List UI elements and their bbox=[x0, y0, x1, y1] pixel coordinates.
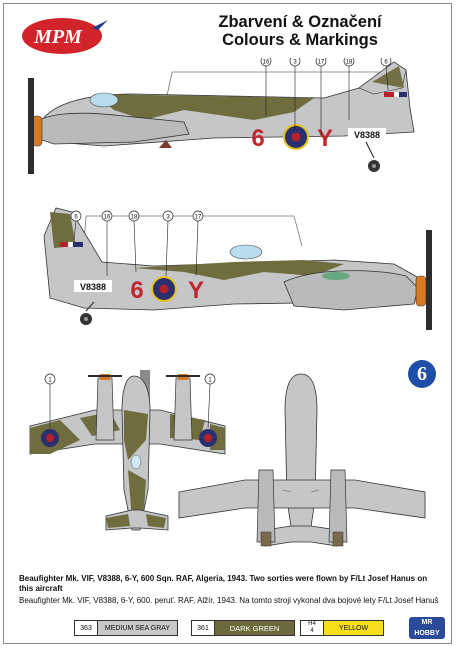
callout-18-top: 18 bbox=[343, 58, 355, 67]
paint-code: 361 bbox=[192, 621, 215, 635]
roundel-fuselage-bottom bbox=[151, 276, 177, 302]
svg-text:6: 6 bbox=[384, 60, 388, 66]
mpm-logo: MPM bbox=[22, 18, 108, 54]
svg-text:18: 18 bbox=[131, 215, 138, 221]
code-letter-right: Y bbox=[317, 125, 333, 152]
paint-chip-yellow: H4 4 YELLOW bbox=[300, 620, 384, 636]
roundel-wing-right bbox=[199, 429, 217, 447]
svg-text:1: 1 bbox=[208, 378, 212, 384]
svg-text:18: 18 bbox=[346, 60, 353, 66]
sheet-number-badge: 6 bbox=[408, 360, 436, 388]
serial-top: V8388 bbox=[354, 130, 380, 140]
paint-name: DARK GREEN bbox=[215, 621, 294, 635]
sheet-border bbox=[3, 3, 452, 644]
roundel-fuselage-top bbox=[283, 124, 309, 150]
code-letter-right-bottom: Y bbox=[188, 277, 204, 304]
svg-text:16: 16 bbox=[263, 60, 270, 66]
caption-czech: Beaufighter Mk. VIF, V8388, 6-Y, 600. pe… bbox=[19, 596, 439, 605]
publisher-badge: MR HOBBY bbox=[409, 617, 445, 639]
callout-18-bottom: 18 bbox=[128, 210, 140, 222]
callout-6-top: 6 bbox=[380, 58, 392, 67]
svg-text:17: 17 bbox=[195, 215, 202, 221]
caption-english: Beaufighter Mk. VIF, V8388, 6-Y, 600 Sqn… bbox=[19, 574, 428, 593]
plan-view-lower bbox=[178, 373, 426, 547]
side-view-starboard: V8388 6 Y 6 16 18 bbox=[43, 207, 432, 330]
paint-chip-medium-sea-gray: 363 MEDIUM SEA GRAY bbox=[74, 620, 178, 636]
callout-1-left: 1 bbox=[44, 373, 56, 385]
code-letter-left-bottom: 6 bbox=[130, 277, 143, 304]
callout-1-right: 1 bbox=[204, 373, 216, 385]
title-english: Colours & Markings bbox=[222, 31, 378, 49]
paint-chip-dark-green: 361 DARK GREEN bbox=[191, 620, 295, 636]
callout-3-top: 3 bbox=[289, 58, 301, 67]
serial-bottom: V8388 bbox=[80, 282, 106, 292]
svg-text:3: 3 bbox=[166, 215, 170, 221]
paint-name: YELLOW bbox=[324, 621, 383, 635]
code-letter-left: 6 bbox=[251, 125, 264, 152]
svg-text:1: 1 bbox=[48, 378, 52, 384]
svg-text:6: 6 bbox=[74, 215, 78, 221]
side-view-port: 6 Y V8388 16 3 17 bbox=[28, 58, 415, 174]
callout-6-bottom: 6 bbox=[70, 210, 82, 222]
paint-name: MEDIUM SEA GRAY bbox=[98, 621, 177, 635]
plan-view-upper: 1 1 bbox=[29, 370, 226, 531]
svg-text:16: 16 bbox=[104, 215, 111, 221]
svg-text:17: 17 bbox=[318, 60, 325, 66]
paint-code: H4 4 bbox=[301, 621, 324, 635]
roundel-wing-left bbox=[41, 429, 59, 447]
callout-3-bottom: 3 bbox=[162, 210, 174, 222]
callout-17-top: 17 bbox=[315, 58, 327, 67]
callout-16-bottom: 16 bbox=[101, 210, 113, 222]
paint-code: 363 bbox=[75, 621, 98, 635]
callout-16-top: 16 bbox=[260, 58, 272, 67]
callout-17-bottom: 17 bbox=[192, 210, 204, 222]
title-czech: Zbarvení & Označení bbox=[218, 13, 382, 31]
svg-text:3: 3 bbox=[293, 60, 297, 66]
logo-text: MPM bbox=[33, 26, 83, 48]
